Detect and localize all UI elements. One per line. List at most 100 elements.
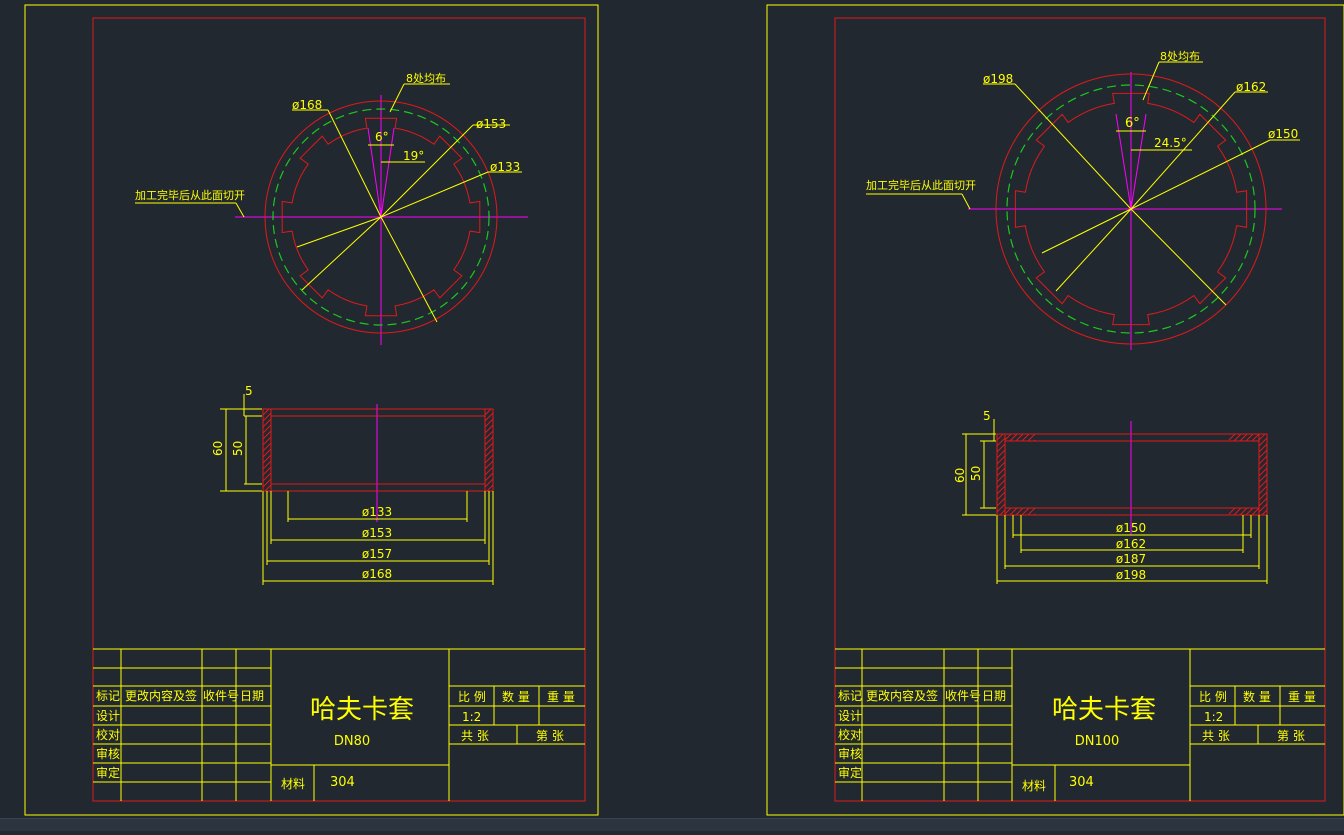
hatch-line: [484, 418, 494, 428]
title-block: 标记 设计 校对 审核 审定 更改内容及签 收件号 日期 哈夫卡套 DN80 材…: [93, 648, 585, 801]
hatch-line: [486, 484, 494, 492]
dim-top-2: ø162: [1236, 80, 1266, 94]
part-name: 哈夫卡套: [310, 695, 414, 725]
slot-ray-right: [380, 127, 395, 218]
hatch-line: [264, 484, 272, 492]
angle-slot: 6°: [375, 130, 389, 144]
hatch-line: [1021, 507, 1030, 516]
hatch-line: [999, 509, 1006, 516]
hatch-line: [262, 418, 272, 428]
hatch-line: [1258, 449, 1268, 459]
hatch: [996, 433, 1268, 516]
tb-date: 日期: [240, 689, 264, 703]
tb-scale-value: 1:2: [1204, 710, 1223, 724]
dim-sec-4: ø198: [1116, 568, 1146, 582]
section-view: 60 50 5 ø133 ø153 ø157 ø168: [211, 384, 494, 585]
note-slots: 8处均布: [406, 72, 446, 85]
hatch-line: [1258, 497, 1268, 507]
hatch-line: [1257, 439, 1260, 442]
tb-doc-no: 收件号: [945, 689, 981, 703]
hatch-line: [1021, 433, 1030, 442]
hatch-line: [1261, 509, 1268, 516]
hatch-line: [1258, 461, 1268, 471]
hatch: [262, 408, 494, 492]
hatch-line: [1258, 455, 1268, 465]
hatch-line: [1245, 433, 1254, 442]
tb-total: 共 张: [1202, 729, 1230, 743]
dim-sec-2: ø162: [1116, 537, 1146, 551]
leader-198: [1014, 83, 1132, 210]
tb-row-design: 设计: [838, 709, 862, 723]
hatch-line: [262, 460, 272, 470]
dim-sec-2: ø153: [362, 526, 392, 540]
section-view: 60 50 5 ø150 ø162 ø187 ø198: [953, 409, 1268, 584]
hatch-line: [262, 448, 272, 458]
hatch-line: [484, 478, 494, 488]
hatch-line: [1233, 507, 1242, 516]
hatch-line: [1009, 433, 1018, 442]
note-cut: 加工完毕后从此面切开: [866, 178, 976, 192]
height-total: 60: [953, 468, 967, 483]
hatch-line: [484, 442, 494, 452]
tb-scale-label: 比 例: [1199, 690, 1227, 704]
hatch-line: [1004, 433, 1012, 441]
hatch-line: [1258, 473, 1268, 483]
hatch-line: [1258, 443, 1268, 453]
title-block: 标记 设计 校对 审核 审定 更改内容及签 收件号 日期 哈夫卡套 DN100 …: [835, 648, 1325, 801]
hatch-line: [1004, 507, 1012, 515]
wall-thickness: 5: [245, 384, 253, 398]
tb-sheet: 第 张: [536, 729, 564, 743]
tb-row-approve: 审定: [838, 765, 862, 780]
dim-top-3: ø150: [1268, 127, 1298, 141]
tb-doc-no: 收件号: [203, 689, 239, 703]
hatch-line: [484, 454, 494, 464]
height-inner: 50: [231, 441, 245, 456]
tb-weight-label: 重 量: [1288, 690, 1316, 704]
part-name: 哈夫卡套: [1052, 695, 1156, 725]
outer-frame: [766, 4, 1344, 816]
hatch-line: [996, 485, 1006, 495]
hatch-line: [1033, 513, 1036, 516]
hatch-line: [1245, 507, 1254, 516]
hatch-line: [996, 503, 1006, 513]
tb-scale-label: 比 例: [458, 690, 486, 704]
tb-weight-label: 重 量: [547, 690, 575, 704]
inner-border: [834, 17, 1326, 802]
hatch-line: [996, 437, 1006, 447]
hatch-line: [996, 467, 1006, 477]
outer-circle: [995, 73, 1267, 345]
slotted-ring: [281, 117, 481, 317]
sheet-dn80: ø168 ø153 ø133 8处均布 6° 19° 加工完毕后从此面切开 60: [24, 4, 599, 816]
hatch-line: [1251, 433, 1260, 442]
hatch-line: [996, 491, 1006, 501]
scrollbar-horizontal[interactable]: [0, 818, 1344, 831]
tb-row-review: 审核: [838, 746, 862, 761]
slot-ray-left: [367, 127, 382, 218]
slot-ray-left: [1115, 113, 1132, 210]
hatch-line: [262, 454, 272, 464]
leader-153: [380, 124, 474, 218]
tb-scale-value: 1:2: [462, 710, 481, 724]
wall-thickness: 5: [983, 409, 991, 423]
top-view: ø198 ø162 ø150 8处均布 6° 24.5° 加工完毕后从此面切开: [866, 50, 1300, 350]
outer-circle: [264, 100, 498, 334]
note-slots: 8处均布: [1160, 50, 1200, 63]
tb-qty-label: 数 量: [1243, 689, 1271, 704]
hatch-line: [262, 466, 272, 476]
hatch-line: [996, 443, 1006, 453]
hatch-line: [484, 408, 492, 416]
hatch-line: [484, 430, 494, 440]
material-label: 材料: [1022, 779, 1046, 793]
hatch-line: [1033, 439, 1036, 442]
hatch-line: [484, 448, 494, 458]
hatch-line: [1251, 507, 1260, 516]
hatch-line: [262, 442, 272, 452]
top-view: ø168 ø153 ø133 8处均布 6° 19° 加工完毕后从此面切开: [135, 72, 528, 345]
hatch-line: [1257, 513, 1260, 516]
height-inner: 50: [969, 466, 983, 481]
angle-slot: 6°: [1125, 116, 1140, 131]
hatch-line: [484, 424, 494, 434]
hatch-line: [996, 479, 1006, 489]
tb-date: 日期: [982, 689, 1006, 703]
